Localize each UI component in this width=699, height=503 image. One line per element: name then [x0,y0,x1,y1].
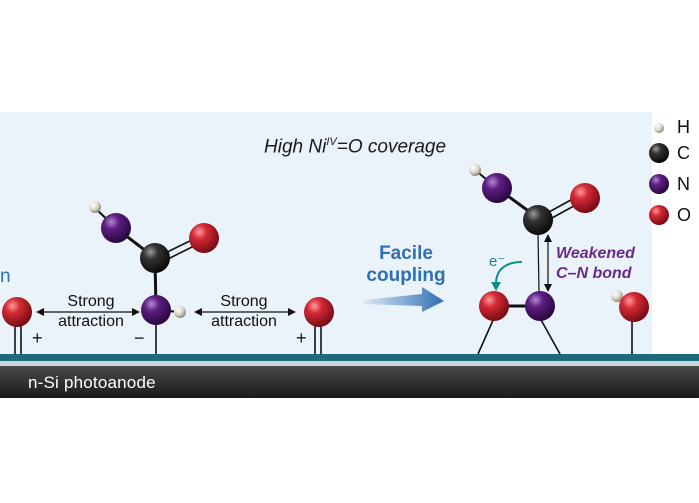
legend-oxygen-icon [649,205,669,225]
nitrogen-atom [525,291,555,321]
hydrogen-atom [89,201,101,213]
legend-carbon-icon [649,143,669,163]
legend-label-o: O [677,205,692,225]
oxygen-atom [479,291,509,321]
legend-hydrogen-icon [654,123,664,133]
negative-charge: − [134,328,145,348]
weakened-bond-label: Weakened C–N bond [556,245,635,282]
electron-label: e⁻ [489,253,506,270]
carbon-atom [523,205,553,235]
substrate-label: n-Si photoanode [28,373,156,392]
hydrogen-atom [611,290,623,302]
right-attraction-arrow [194,308,296,316]
hydrogen-atom [469,164,481,176]
oxygen-atom [619,292,649,322]
legend-label-c: C [677,143,690,163]
nitrogen-atom [482,173,512,203]
oxygen-atom [304,297,334,327]
facile-coupling-label: Facile coupling [366,243,446,286]
left-attraction-arrow [36,308,140,316]
hydrogen-atom [174,306,186,318]
nitrogen-atom [141,295,171,325]
legend-label-n: N [677,174,690,194]
positive-charge: + [296,328,307,348]
oxygen-atom [570,183,600,213]
oxygen-atom [189,223,219,253]
partial-label: n [0,266,11,287]
electron-transfer-arrow [495,261,523,285]
diagram-title: High NiIV=O coverage [264,136,447,158]
coupling-arrow [364,287,444,312]
left-attraction-label: Strong attraction [58,293,124,330]
teal-surface-strip [0,354,699,361]
weakened-bond-arrow [544,234,552,292]
legend-nitrogen-icon [649,174,669,194]
carbon-atom [140,243,170,273]
nitrogen-atom [101,213,131,243]
photoanode-strip [0,366,699,398]
legend-label-h: H [677,117,690,137]
right-attraction-label: Strong attraction [211,293,277,330]
oxygen-atom [2,297,32,327]
positive-charge: + [32,328,43,348]
light-surface-strip [0,361,699,366]
